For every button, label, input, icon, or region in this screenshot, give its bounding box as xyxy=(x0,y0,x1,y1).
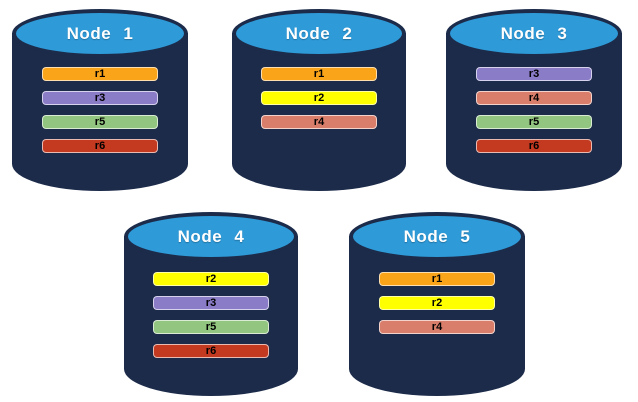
cylinder-body xyxy=(446,33,622,191)
replica-bar-r5: r5 xyxy=(42,115,158,129)
node-label: Node 4 xyxy=(177,226,245,246)
replica-bars: r1 r3 r5 r6 xyxy=(42,67,158,153)
replica-bar-r2: r2 xyxy=(153,272,269,286)
cylinder-body xyxy=(12,33,188,191)
replica-bar-r2: r2 xyxy=(379,296,495,310)
replica-bar-r5: r5 xyxy=(476,115,592,129)
replica-bar-r3: r3 xyxy=(476,67,592,81)
node-cylinder-2: Node 2 r1 r2 r4 xyxy=(232,9,406,191)
replica-bar-r1: r1 xyxy=(42,67,158,81)
replica-bar-r3: r3 xyxy=(153,296,269,310)
cylinder-body xyxy=(349,236,525,396)
node-label: Node 2 xyxy=(285,23,353,43)
replica-bar-r5: r5 xyxy=(153,320,269,334)
replica-bars: r1 r2 r4 xyxy=(261,67,377,129)
replica-bar-r6: r6 xyxy=(476,139,592,153)
node-cylinder-5: Node 5 r1 r2 r4 xyxy=(349,212,525,396)
node-label: Node 3 xyxy=(500,23,568,43)
cylinder-body xyxy=(124,236,298,396)
node-label: Node 5 xyxy=(403,226,471,246)
replica-bar-r4: r4 xyxy=(379,320,495,334)
node-cylinder-3: Node 3 r3 r4 r5 r6 xyxy=(446,9,622,191)
replica-bar-r2: r2 xyxy=(261,91,377,105)
cylinder-top: Node 3 xyxy=(446,9,622,58)
replica-bar-r4: r4 xyxy=(476,91,592,105)
cylinder-top: Node 5 xyxy=(349,212,525,261)
replica-bars: r2 r3 r5 r6 xyxy=(153,272,269,358)
node-cylinder-4: Node 4 r2 r3 r5 r6 xyxy=(124,212,298,396)
replica-bars: r3 r4 r5 r6 xyxy=(476,67,592,153)
replica-bar-r1: r1 xyxy=(379,272,495,286)
node-label: Node 1 xyxy=(66,23,134,43)
replica-bars: r1 r2 r4 xyxy=(379,272,495,334)
replica-bar-r6: r6 xyxy=(42,139,158,153)
cylinder-body xyxy=(232,33,406,191)
replica-bar-r3: r3 xyxy=(42,91,158,105)
cylinder-top: Node 1 xyxy=(12,9,188,58)
node-cylinder-1: Node 1 r1 r3 r5 r6 xyxy=(12,9,188,191)
cylinder-top: Node 4 xyxy=(124,212,298,261)
replica-bar-r1: r1 xyxy=(261,67,377,81)
cylinder-top: Node 2 xyxy=(232,9,406,58)
replica-bar-r4: r4 xyxy=(261,115,377,129)
replica-bar-r6: r6 xyxy=(153,344,269,358)
